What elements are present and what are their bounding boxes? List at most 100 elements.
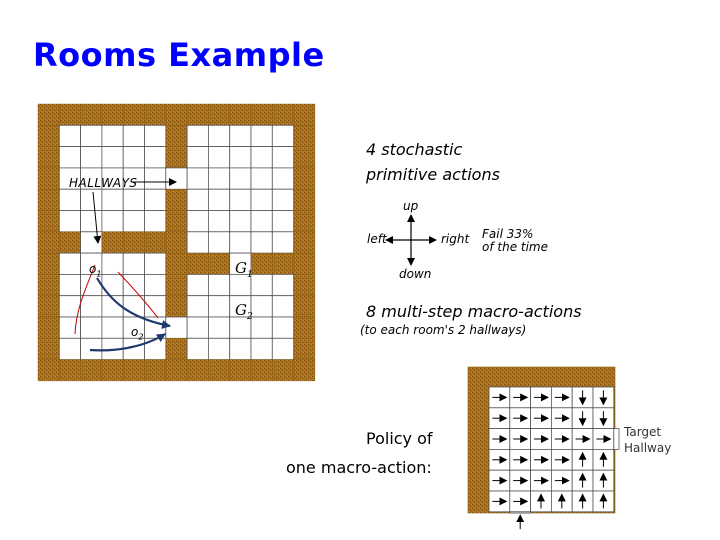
grid-cell [144,188,167,211]
wall-cell [293,359,316,382]
wall-cell [165,210,188,232]
wall-cell [293,231,316,254]
wall-cell [208,103,230,126]
wall-cell [37,359,60,382]
grid-cell [229,337,252,360]
wall-cell [293,316,316,339]
grid-cell [229,124,252,148]
wall-cell [293,274,316,296]
red-pointer-right [117,271,159,319]
grid-cell [58,316,81,339]
grid-cell [58,273,81,297]
wall-cell [293,188,316,211]
wall-cell [250,103,273,126]
grid-cell [101,273,124,297]
wall-cell [272,103,294,126]
wall-cell [144,359,166,382]
wall-cell [165,125,188,147]
grid-cell [250,210,273,233]
grid-cell [58,210,81,233]
grid-cell [122,188,145,211]
grid-cell [58,337,81,360]
wall-cell [37,252,60,275]
grid-cell [186,273,209,297]
wall-cell [37,167,60,190]
action-right-label: right [441,232,470,246]
grid-cell [122,146,145,169]
grid-cell [165,167,188,190]
goal-g2-label: G2 [235,301,253,322]
grid-cell [207,167,231,190]
grid-cell [122,252,145,275]
wall-cell [37,210,60,232]
grid-cell [101,146,124,169]
wall-cell [122,231,145,254]
grid-cell [186,295,209,318]
grid-cell [101,252,124,275]
target-hallway-line1: Target [624,425,662,439]
wall-cell [186,359,209,382]
wall-cell [165,188,188,211]
action-down-label: down [399,267,432,281]
grid-cell [122,124,145,148]
option-o2-path [89,333,166,352]
grid-cell [144,210,167,233]
grid-cell [58,252,81,275]
grid-cell [250,337,273,360]
wall-cell [250,252,273,275]
wall-cell [101,103,124,126]
wall-cell [101,359,124,382]
wall-cell [293,252,316,275]
grid-cell [101,188,124,211]
primitive-actions-cross [385,214,437,266]
option-o2-label: o2 [131,325,144,342]
wall-cell [186,103,209,126]
grid-cell [207,295,231,318]
grid-cell [80,210,103,233]
target-hallway-line2: Hallway [624,441,672,455]
grid-cell [144,124,167,148]
wall-cell [165,252,188,275]
grid-cell [186,210,209,233]
grid-cell [122,210,145,233]
wall-cell [59,103,81,126]
red-pointer-left [74,264,96,335]
policy-grid [467,366,620,530]
grid-cell [58,188,81,211]
wall-cell [37,188,60,211]
wall-cell [80,359,103,382]
grid-cell [271,316,294,339]
grid-cell [250,188,273,211]
primitive-heading-line2: primitive actions [366,165,500,184]
grid-cell [271,124,294,148]
wall-cell [37,316,60,339]
wall-cell [272,359,294,382]
wall-cell [37,146,60,169]
fail-line2: of the time [482,240,548,254]
grid-cell [101,210,124,233]
grid-cell [271,146,294,169]
grid-cell [250,273,273,297]
policy-caption-line2: one macro-action: [286,458,432,477]
wall-cell [229,359,252,382]
wall-cell [293,146,316,169]
wall-cell [165,338,188,360]
grid-cell [229,146,252,169]
option-o1-path [96,277,171,329]
macro-subheading: (to each room's 2 hallways) [360,323,527,337]
grid-cell [80,231,103,254]
grid-cell [58,146,81,169]
grid-cell [207,146,231,169]
grid-cell [207,210,231,233]
wall-cell [37,295,60,318]
grid-cell [229,188,252,211]
grid-cell [229,167,252,190]
wall-cell [37,231,60,254]
primitive-heading-line1: 4 stochastic [366,140,463,159]
grid-cell [122,273,145,297]
goal-g1-label: G1 [235,259,253,280]
hallways-label: HALLWAYS [69,176,138,190]
wall-cell [59,359,81,382]
grid-cell [250,146,273,169]
grid-cell [207,316,231,339]
